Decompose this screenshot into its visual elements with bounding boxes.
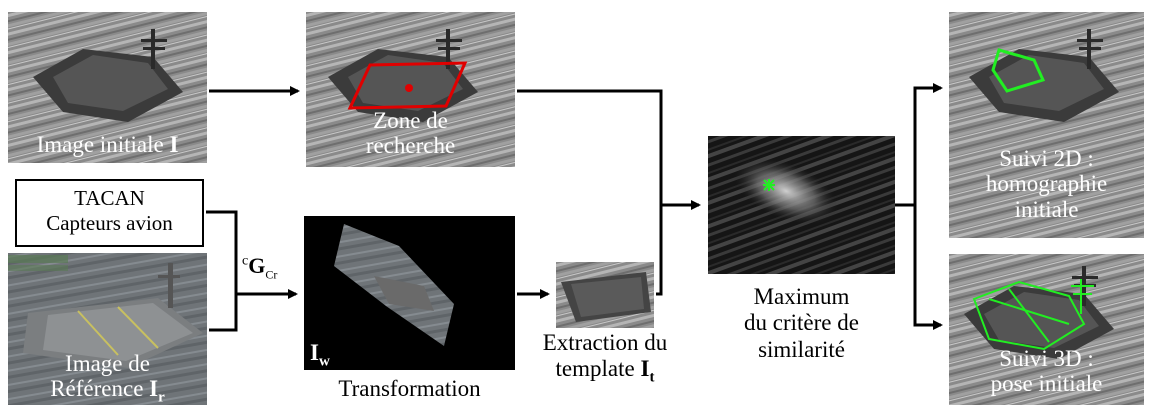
extraction-label: Extraction du template It [542,330,668,387]
warped-image [304,216,515,370]
transform-matrix-label: cGCr [242,253,278,282]
arrow-zone-to-similarity [517,89,701,210]
pose-wireframe [972,279,1094,351]
search-center-dot [405,84,413,92]
similarity-map-image [708,136,895,274]
reference-image [8,253,207,405]
warped-image-label: Iw [310,340,330,370]
maximum-marker [763,179,775,191]
initial-image-caption: Image initiale I [36,132,179,157]
tracking-2d-image [949,12,1144,238]
arrow-to-3d-tracking [913,205,943,330]
search-region-outline [347,61,468,110]
tracking-3d-caption: Suivi 3D :pose initiale [990,346,1103,397]
initial-image [8,12,207,163]
connector-template-merge [656,205,663,296]
search-zone-image [306,12,515,167]
transformation-label: Transformation [338,376,481,401]
reference-image-caption: Image de Référence Ir [50,351,165,405]
arrow-to-2d-tracking [913,83,943,205]
template-image [556,262,654,328]
homography-outline [991,48,1046,93]
tracking-3d-image [949,254,1144,405]
connector-tacan-reference [206,210,238,332]
